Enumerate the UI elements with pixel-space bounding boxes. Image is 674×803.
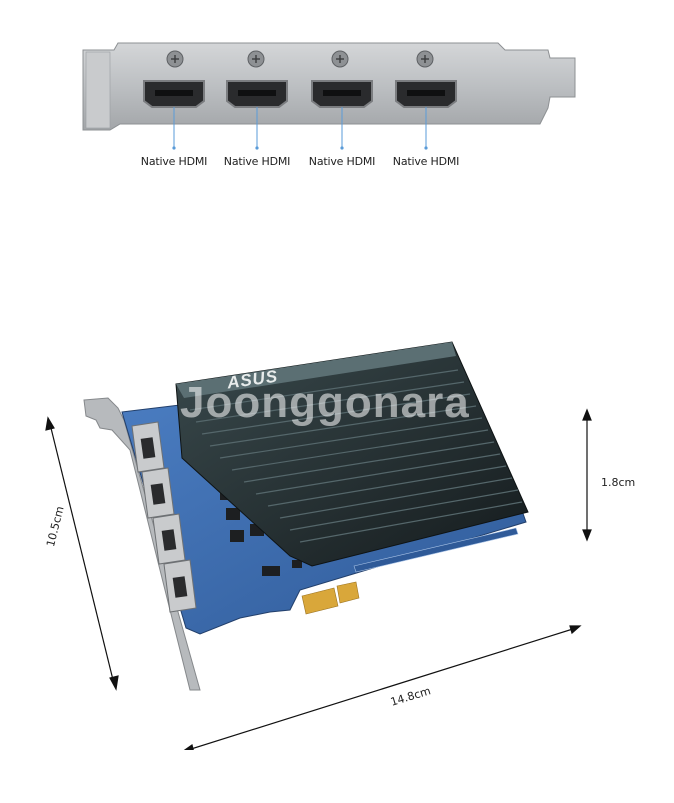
port-label-3: Native HDMI [308,155,376,168]
hdmi-port-4 [395,80,457,108]
heatsink-fins [189,369,523,543]
hdmi-port-1 [143,80,205,108]
io-bracket-illustration [82,42,576,150]
hdmi-port-2 [226,80,288,108]
watermark-text: Joonggonara [180,378,470,427]
height-dimension-label: 1.8cm [601,476,636,489]
dimension-arrows [45,408,592,750]
graphics-card-illustration [45,341,592,750]
port-leader-lines [173,107,427,148]
port-label-4: Native HDMI [392,155,460,168]
pcie-gold-fingers [301,581,360,615]
port-label-1: Native HDMI [140,155,208,168]
hdmi-port-3 [311,80,373,108]
port-label-2: Native HDMI [223,155,291,168]
